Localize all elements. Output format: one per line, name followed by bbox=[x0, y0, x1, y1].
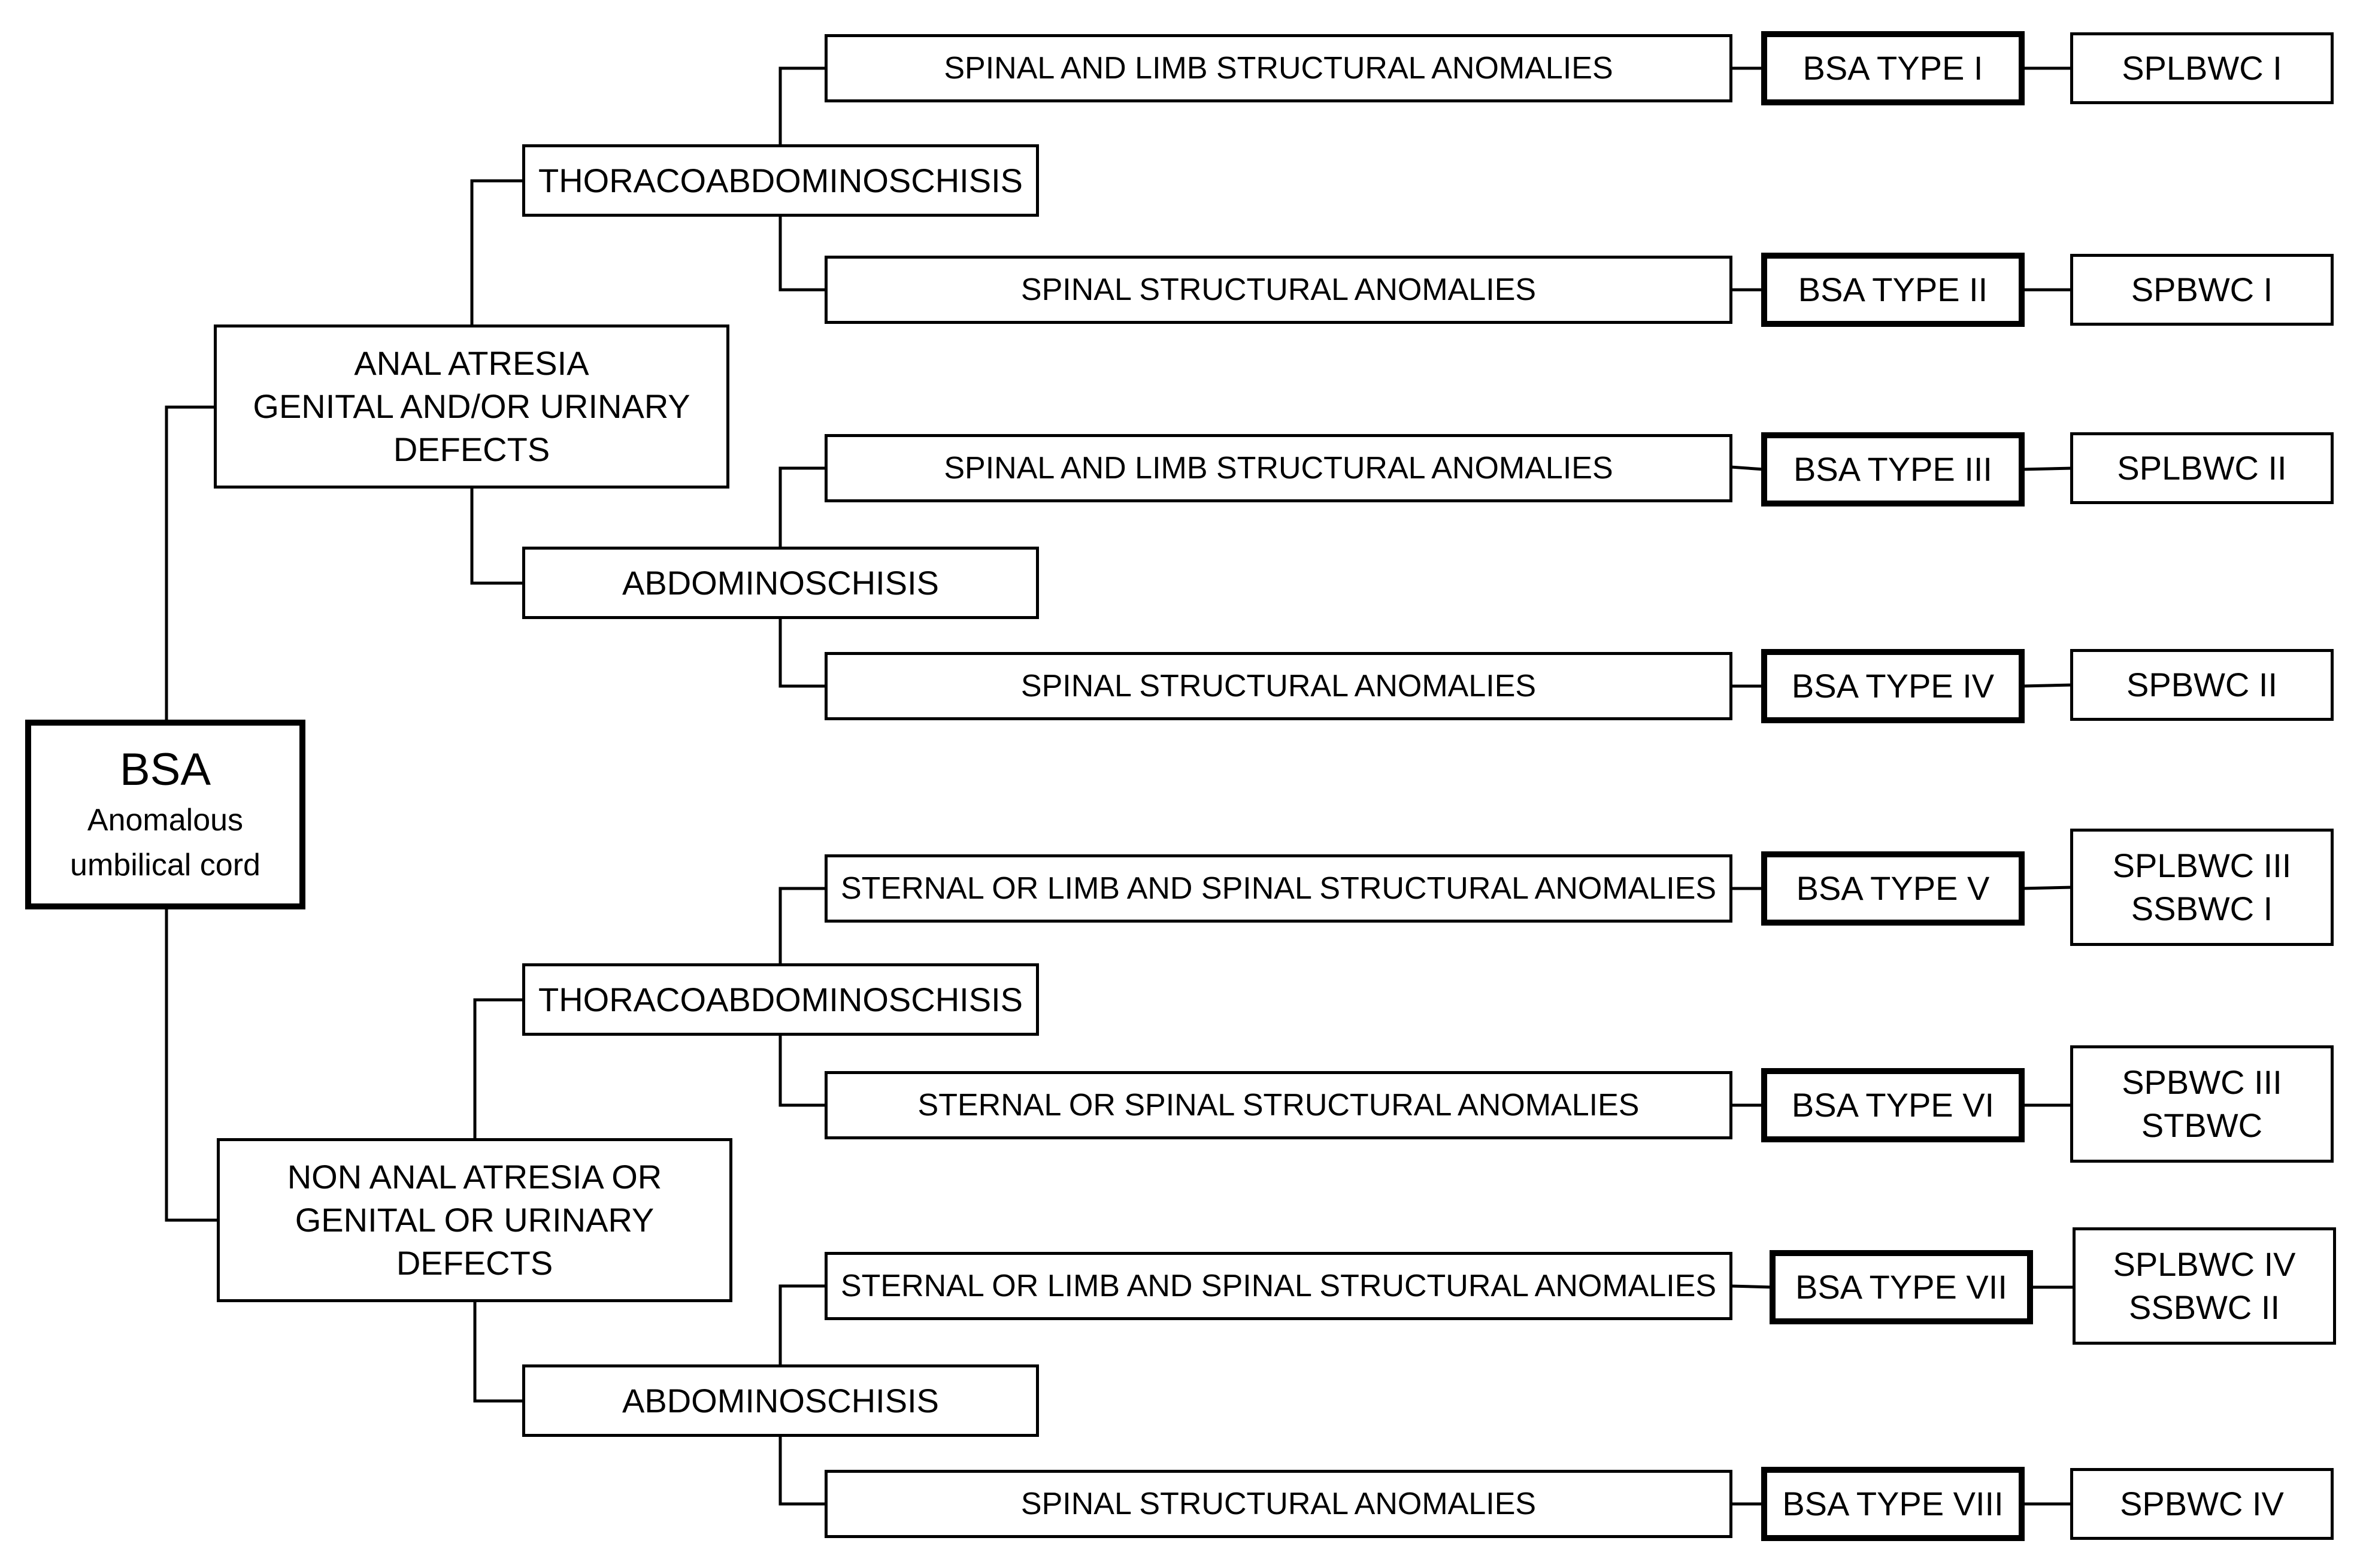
code-label: SPLBWC I bbox=[2122, 49, 2282, 87]
subgroup-label: THORACOABDOMINOSCHISIS bbox=[538, 980, 1023, 1018]
anomaly-box-5: STERNAL OR LIMB AND SPINAL STRUCTURAL AN… bbox=[825, 854, 1732, 923]
type-box-1: BSA TYPE I bbox=[1761, 31, 2025, 105]
code-label: SPBWC I bbox=[2131, 271, 2273, 309]
code-box-1: SPLBWC I bbox=[2070, 32, 2334, 104]
connector-type-code-4 bbox=[2021, 683, 2074, 688]
connector-anomaly-type-3 bbox=[1730, 465, 1765, 471]
type-label: BSA TYPE VIII bbox=[1782, 1485, 2004, 1523]
code-label: SPBWC IV bbox=[2120, 1485, 2284, 1523]
anomaly-box-7: STERNAL OR LIMB AND SPINAL STRUCTURAL AN… bbox=[825, 1252, 1732, 1320]
anomaly-box-2: SPINAL STRUCTURAL ANOMALIES bbox=[825, 256, 1732, 324]
connector-type-code-3 bbox=[2021, 466, 2074, 471]
subgroup-label: ABDOMINOSCHISIS bbox=[622, 1381, 939, 1420]
code-box-5: SPLBWC III SSBWC I bbox=[2070, 829, 2334, 946]
group-label: NON ANAL ATRESIA OR GENITAL OR URINARY D… bbox=[287, 1158, 662, 1282]
type-label: BSA TYPE III bbox=[1793, 450, 1992, 489]
anomaly-label: STERNAL OR LIMB AND SPINAL STRUCTURAL AN… bbox=[840, 1268, 1717, 1303]
anomaly-box-4: SPINAL STRUCTURAL ANOMALIES bbox=[825, 652, 1732, 720]
anomaly-label: SPINAL STRUCTURAL ANOMALIES bbox=[1020, 668, 1537, 703]
root-box: BSA Anomalous umbilical cord bbox=[25, 720, 305, 909]
anomaly-label: SPINAL STRUCTURAL ANOMALIES bbox=[1020, 1486, 1537, 1521]
anomaly-label: SPINAL AND LIMB STRUCTURAL ANOMALIES bbox=[944, 450, 1613, 486]
code-box-8: SPBWC IV bbox=[2070, 1468, 2334, 1540]
code-box-6: SPBWC III STBWC bbox=[2070, 1045, 2334, 1163]
type-box-5: BSA TYPE V bbox=[1761, 851, 2025, 926]
type-label: BSA TYPE VI bbox=[1791, 1086, 1995, 1124]
type-label: BSA TYPE VII bbox=[1795, 1268, 2007, 1306]
connector-group1-sub1 bbox=[470, 179, 524, 326]
code-label: SPLBWC IV SSBWC II bbox=[2113, 1245, 2296, 1326]
connector-type-code-5 bbox=[2021, 885, 2074, 890]
subgroup-box-3: THORACOABDOMINOSCHISIS bbox=[522, 963, 1039, 1036]
code-label: SPLBWC II bbox=[2117, 449, 2287, 487]
subgroup-label: ABDOMINOSCHISIS bbox=[622, 563, 939, 602]
code-label: SPBWC II bbox=[2126, 666, 2278, 704]
root-title: BSA bbox=[119, 744, 211, 795]
type-box-4: BSA TYPE IV bbox=[1761, 649, 2025, 723]
connector-sub2-row3 bbox=[778, 466, 826, 548]
connector-anomaly-type-7 bbox=[1730, 1284, 1773, 1289]
connector-sub2-row4 bbox=[778, 617, 826, 688]
connector-sub3-row6 bbox=[778, 1033, 826, 1107]
type-box-6: BSA TYPE VI bbox=[1761, 1068, 2025, 1142]
type-label: BSA TYPE I bbox=[1802, 49, 1983, 87]
anomaly-label: SPINAL AND LIMB STRUCTURAL ANOMALIES bbox=[944, 50, 1613, 86]
anomaly-box-8: SPINAL STRUCTURAL ANOMALIES bbox=[825, 1470, 1732, 1538]
type-box-3: BSA TYPE III bbox=[1761, 432, 2025, 507]
connector-sub1-row1 bbox=[778, 66, 826, 146]
connector-group1-sub2 bbox=[470, 486, 524, 585]
connector-group2-sub1 bbox=[473, 998, 524, 1140]
connector-group2-sub2 bbox=[473, 1299, 524, 1403]
type-label: BSA TYPE II bbox=[1798, 271, 1988, 309]
connector-root-group2 bbox=[165, 906, 220, 1222]
code-label: SPLBWC III SSBWC I bbox=[2112, 847, 2292, 927]
anomaly-label: STERNAL OR LIMB AND SPINAL STRUCTURAL AN… bbox=[840, 871, 1717, 906]
code-label: SPBWC III STBWC bbox=[2122, 1063, 2282, 1144]
subgroup-box-1: THORACOABDOMINOSCHISIS bbox=[522, 144, 1039, 217]
group-box-1: ANAL ATRESIA GENITAL AND/OR URINARY DEFE… bbox=[214, 324, 729, 489]
code-box-4: SPBWC II bbox=[2070, 649, 2334, 721]
connector-sub4-row7 bbox=[778, 1284, 826, 1366]
anomaly-box-3: SPINAL AND LIMB STRUCTURAL ANOMALIES bbox=[825, 434, 1732, 502]
anomaly-box-1: SPINAL AND LIMB STRUCTURAL ANOMALIES bbox=[825, 34, 1732, 102]
code-box-2: SPBWC I bbox=[2070, 254, 2334, 326]
connector-root-group1 bbox=[165, 405, 217, 723]
type-box-8: BSA TYPE VIII bbox=[1761, 1467, 2025, 1541]
type-label: BSA TYPE IV bbox=[1791, 667, 1995, 705]
group-box-2: NON ANAL ATRESIA OR GENITAL OR URINARY D… bbox=[217, 1138, 732, 1302]
root-content: BSA Anomalous umbilical cord bbox=[70, 741, 260, 888]
anomaly-label: SPINAL STRUCTURAL ANOMALIES bbox=[1020, 272, 1537, 307]
group-label: ANAL ATRESIA GENITAL AND/OR URINARY DEFE… bbox=[253, 344, 690, 468]
anomaly-label: STERNAL OR SPINAL STRUCTURAL ANOMALIES bbox=[917, 1087, 1640, 1123]
type-label: BSA TYPE V bbox=[1796, 869, 1990, 908]
type-box-2: BSA TYPE II bbox=[1761, 253, 2025, 327]
type-box-7: BSA TYPE VII bbox=[1770, 1250, 2033, 1324]
root-subtitle: Anomalous umbilical cord bbox=[70, 802, 260, 882]
anomaly-box-6: STERNAL OR SPINAL STRUCTURAL ANOMALIES bbox=[825, 1071, 1732, 1139]
connector-sub4-row8 bbox=[778, 1434, 826, 1506]
code-box-3: SPLBWC II bbox=[2070, 432, 2334, 504]
subgroup-box-2: ABDOMINOSCHISIS bbox=[522, 547, 1039, 619]
code-box-7: SPLBWC IV SSBWC II bbox=[2073, 1227, 2336, 1345]
connector-sub3-row5 bbox=[778, 887, 826, 965]
subgroup-label: THORACOABDOMINOSCHISIS bbox=[538, 161, 1023, 199]
connector-sub1-row2 bbox=[778, 214, 826, 292]
subgroup-box-4: ABDOMINOSCHISIS bbox=[522, 1364, 1039, 1437]
